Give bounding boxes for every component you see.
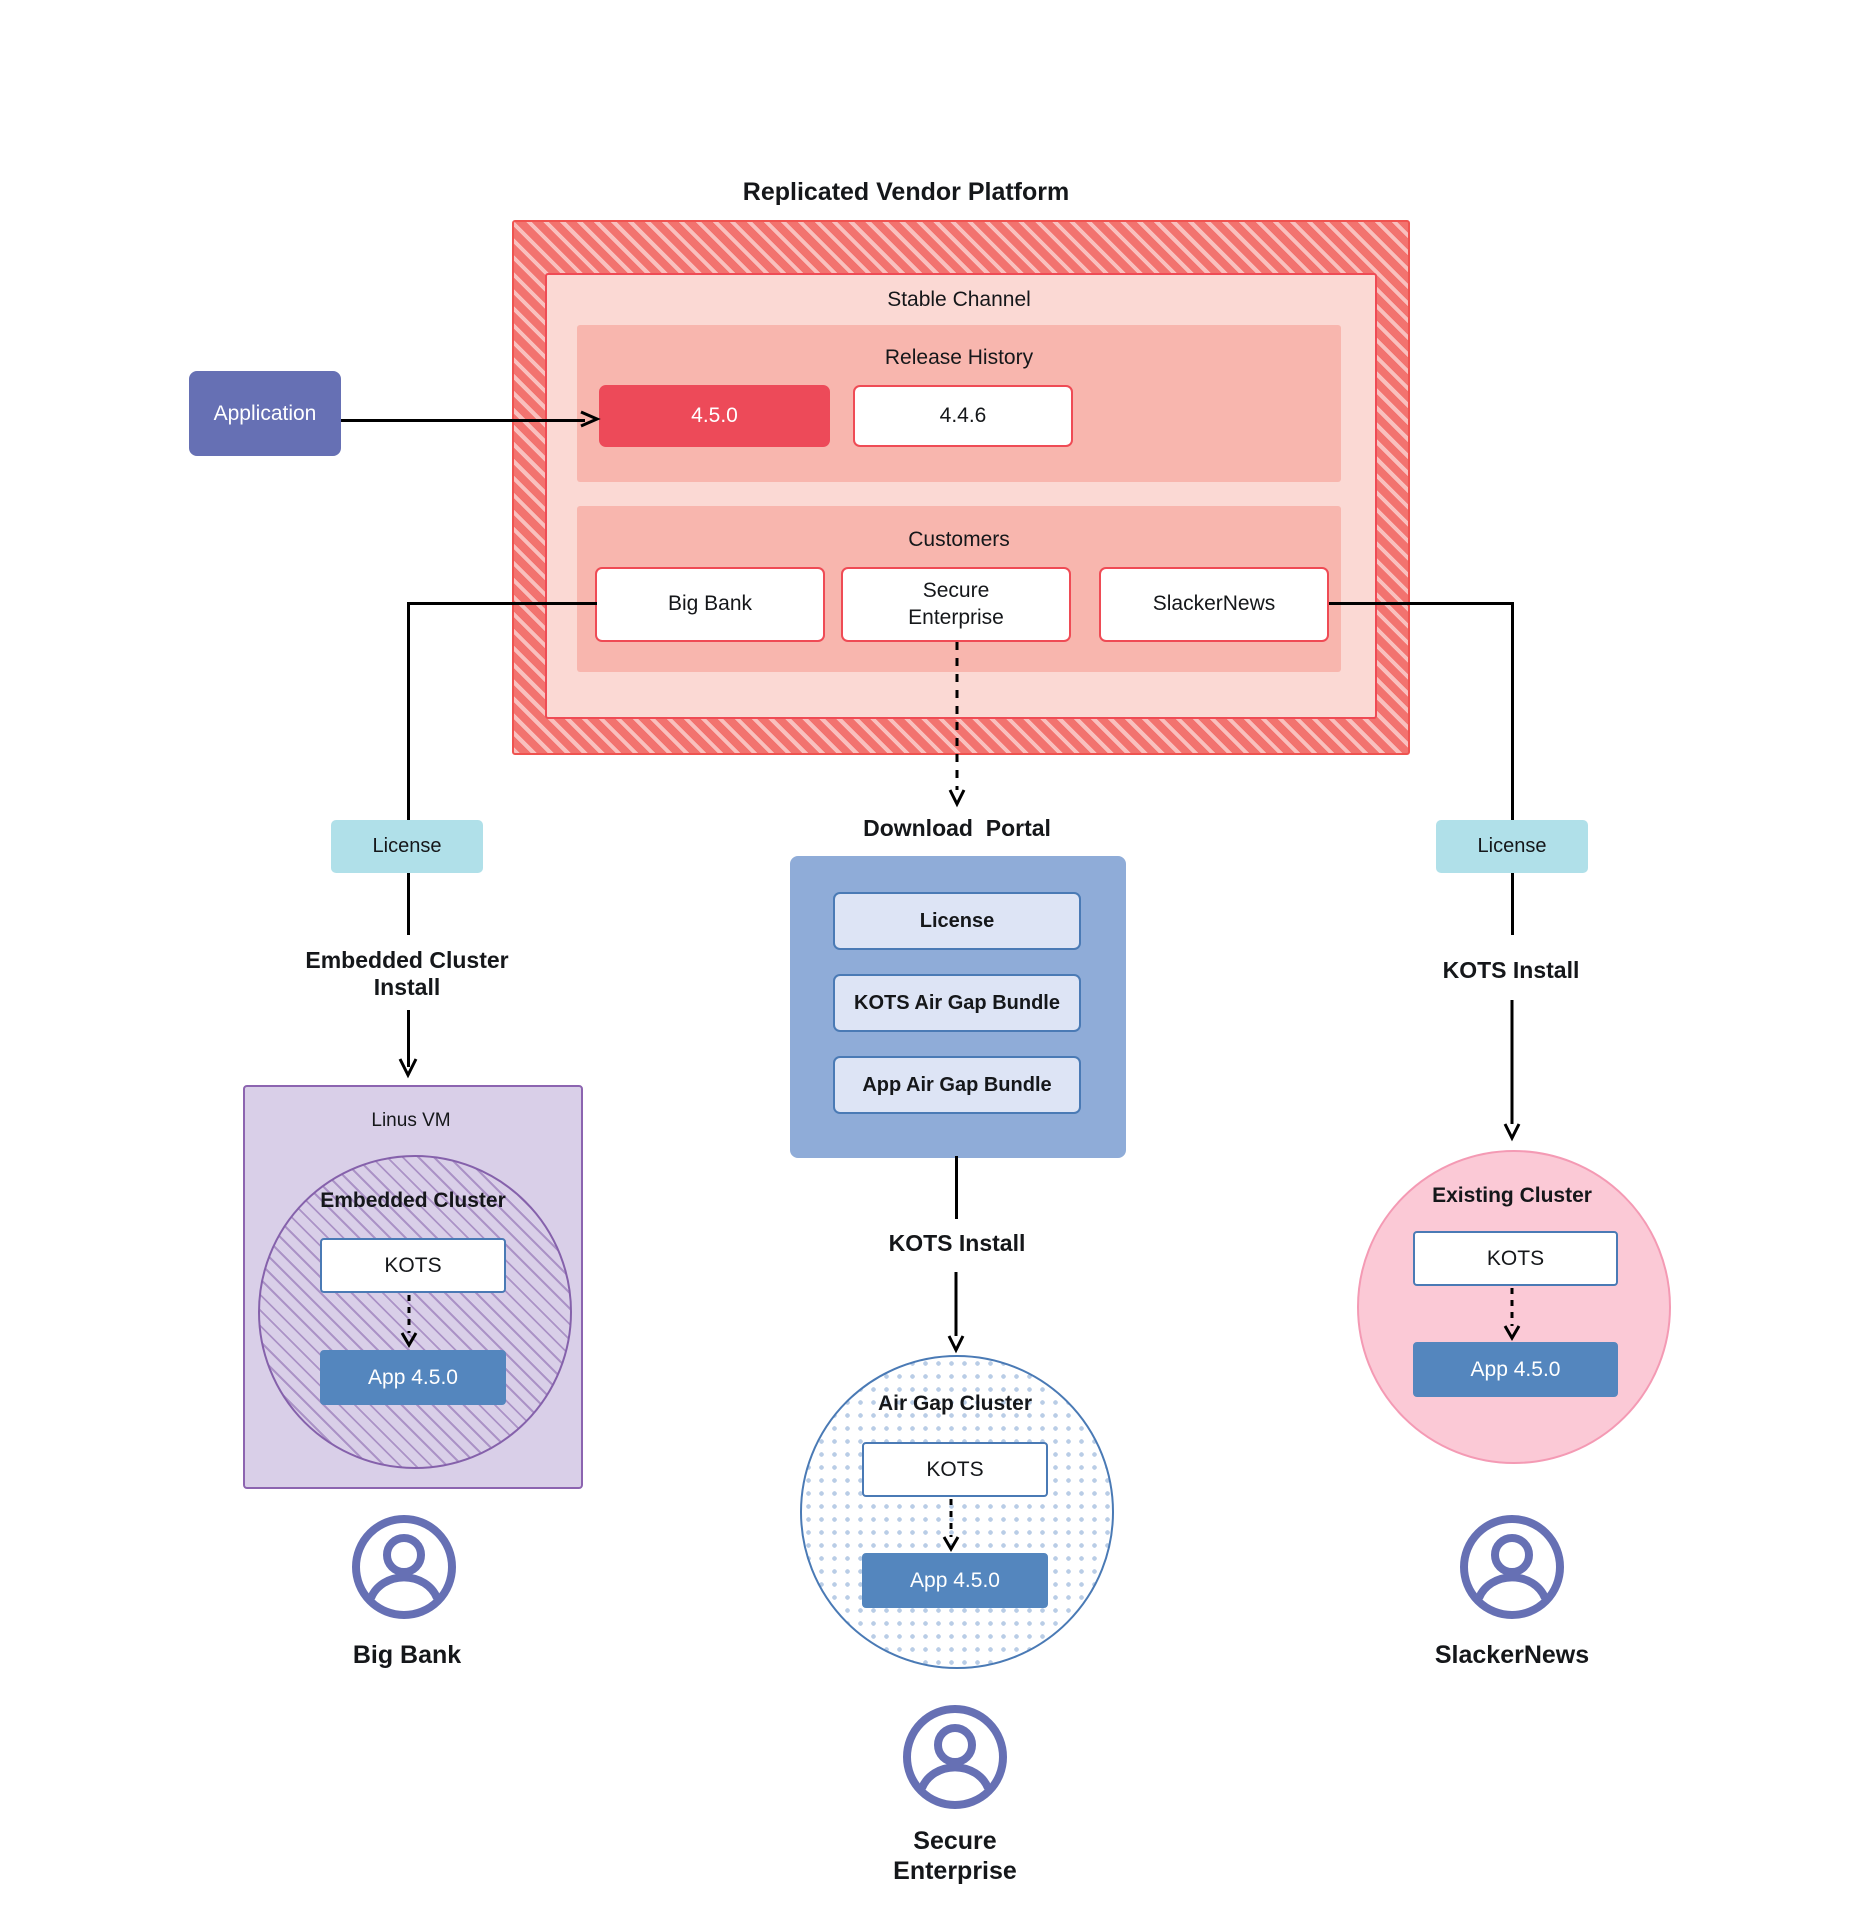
arrowhead-to-linus-vm [398,1058,418,1079]
kots-box-embedded[interactable]: KOTS [320,1238,506,1293]
stable-channel-title: Stable Channel [887,288,1031,311]
customer-box-slackernews[interactable]: SlackerNews [1099,567,1329,642]
air-gap-cluster-title: Air Gap Cluster [877,1392,1033,1415]
kots-box-airgap[interactable]: KOTS [862,1442,1048,1497]
connector-portal-down [955,1156,958,1219]
customer-label-slackernews: SlackerNews [1434,1641,1590,1669]
arrow-secure-enterprise-to-portal [948,642,966,808]
install-label-center-kots: KOTS Install [888,1230,1026,1257]
user-avatar-icon-secure-enterprise [903,1705,1007,1809]
app-version-box-airgap[interactable]: App 4.5.0 [862,1553,1048,1608]
portal-item-app-air-gap-bundle[interactable]: App Air Gap Bundle [833,1056,1081,1114]
page-title: Replicated Vendor Platform [742,177,1070,206]
existing-cluster-circle [1357,1150,1671,1464]
portal-item-license[interactable]: License [833,892,1081,950]
customer-box-big-bank[interactable]: Big Bank [595,567,825,642]
portal-item-kots-air-gap-bundle[interactable]: KOTS Air Gap Bundle [833,974,1081,1032]
release-item-previous[interactable]: 4.4.6 [853,385,1073,447]
license-badge-left[interactable]: License [331,820,483,873]
air-gap-cluster-circle [800,1355,1114,1669]
application-box[interactable]: Application [189,371,341,456]
customers-title: Customers [908,528,1010,551]
connector-license-left-down [407,873,410,935]
existing-cluster-title: Existing Cluster [1432,1184,1592,1207]
customer-label-secure-enterprise: Secure Enterprise [893,1827,1017,1885]
connector-bigbank-horizontal [407,602,597,605]
app-version-box-existing[interactable]: App 4.5.0 [1413,1342,1618,1397]
release-item-current[interactable]: 4.5.0 [599,385,830,447]
arrow-kots-to-app-existing [1503,1288,1521,1341]
app-version-box-embedded[interactable]: App 4.5.0 [320,1350,506,1405]
install-label-embedded-cluster: Embedded Cluster Install [305,946,509,1000]
user-avatar-icon-slackernews [1460,1515,1564,1619]
arrow-kots-install-to-existing-cluster [1503,1000,1521,1142]
connector-slackernews-horizontal [1329,602,1514,605]
release-history-title: Release History [884,346,1034,369]
customer-box-secure-enterprise[interactable]: Secure Enterprise [841,567,1071,642]
embedded-cluster-circle [258,1155,572,1469]
connector-application-to-release [341,419,585,422]
customer-label-big-bank: Big Bank [352,1641,462,1669]
install-label-right-kots: KOTS Install [1442,957,1580,984]
connector-slackernews-vertical [1511,602,1514,847]
arrow-kots-to-app-embedded [400,1295,418,1348]
connector-license-right-down [1511,873,1514,935]
arrowhead-application-to-release [580,410,601,428]
license-badge-right[interactable]: License [1436,820,1588,873]
connector-bigbank-vertical [407,602,410,847]
download-portal-title: Download Portal [863,814,1051,841]
arrow-kots-install-to-airgap-cluster [947,1272,965,1354]
embedded-cluster-title: Embedded Cluster [320,1189,506,1212]
user-avatar-icon-big-bank [352,1515,456,1619]
linus-vm-title: Linus VM [371,1110,451,1131]
connector-embedded-install-down [407,1010,410,1067]
kots-box-existing[interactable]: KOTS [1413,1231,1618,1286]
arrow-kots-to-app-airgap [942,1499,960,1552]
